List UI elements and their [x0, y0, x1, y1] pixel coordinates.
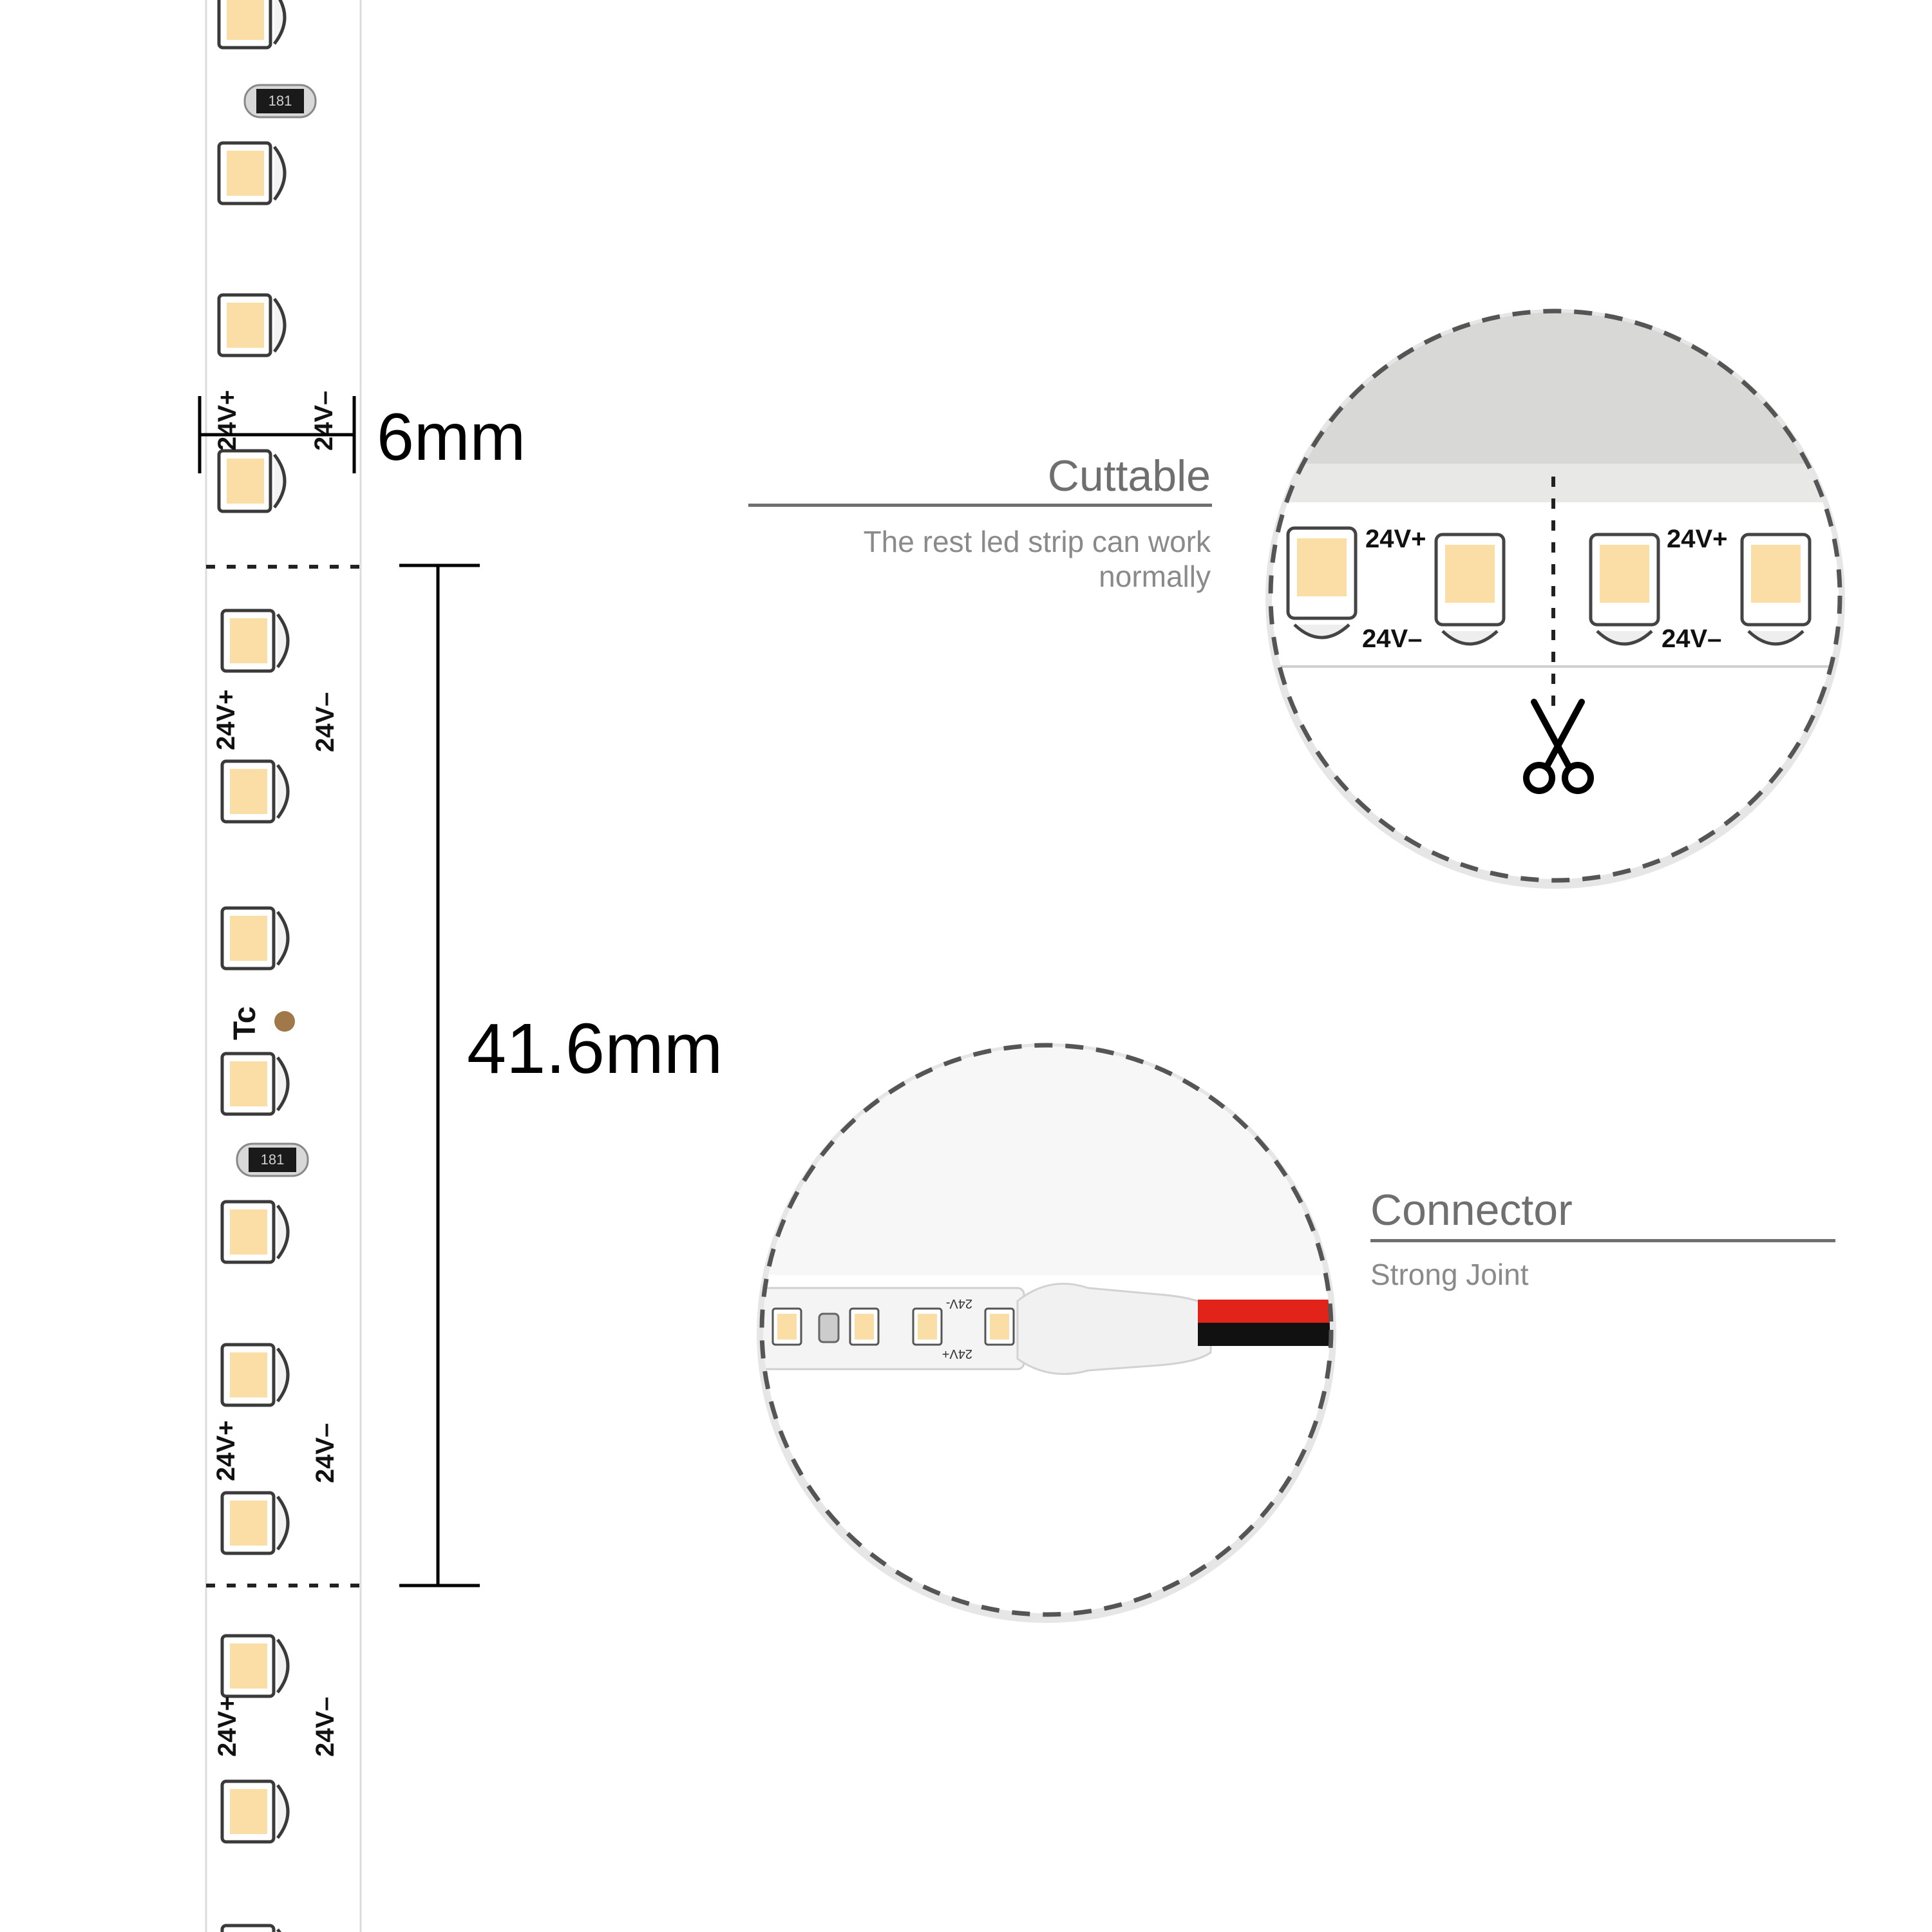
polarity-plus-label: 24V+ — [213, 390, 242, 451]
length-dimension-label: 41.6mm — [467, 1009, 723, 1088]
connector-title: Connector — [1370, 1186, 1573, 1235]
resistor-code: 181 — [269, 93, 292, 109]
connector-divider — [1370, 1239, 1835, 1242]
polarity-plus-label: 24V+ — [212, 689, 240, 750]
polarity-plus-label: 24V+ — [213, 1696, 242, 1757]
black-wire — [1198, 1323, 1330, 1346]
connector-closeup-plus: 24V+ — [942, 1347, 972, 1361]
width-dimension-label: 6mm — [377, 400, 526, 475]
connector-closeup-minus: 24V- — [946, 1296, 972, 1311]
led-strip: 181 181 24V+ 24V– 24V+ 24V– 24V+ 24V– 24… — [205, 0, 362, 1932]
polarity-minus-label: 24V– — [311, 1697, 339, 1757]
polarity-minus-label: 24V– — [310, 391, 338, 451]
cuttable-title: Cuttable — [1047, 451, 1211, 500]
connector-closeup: 24V- 24V+ — [757, 1043, 1336, 1623]
closeup-polarity-plus: 24V+ — [1365, 525, 1426, 553]
closeup-polarity-minus: 24V– — [1662, 625, 1721, 653]
connector-description: Strong Joint — [1370, 1258, 1529, 1291]
polarity-minus-label: 24V– — [311, 692, 339, 752]
temperature-test-point-label: Tc — [228, 1007, 262, 1040]
red-wire — [1198, 1300, 1330, 1323]
closeup-polarity-minus: 24V– — [1362, 625, 1422, 653]
polarity-minus-label: 24V– — [311, 1423, 339, 1483]
width-dimension-marker — [198, 396, 356, 473]
temperature-test-point — [274, 1011, 295, 1032]
closeup-polarity-plus: 24V+ — [1667, 525, 1728, 553]
resistor-code: 181 — [261, 1151, 285, 1168]
scissors-icon — [1523, 699, 1594, 794]
cuttable-divider — [748, 504, 1212, 507]
polarity-plus-label: 24V+ — [212, 1420, 240, 1481]
cuttable-description-line1: The rest led strip can work — [863, 525, 1211, 558]
cuttable-description-line2: normally — [1099, 560, 1211, 593]
cuttable-closeup: 24V+ 24V– 24V+ 24V– — [1265, 308, 1845, 889]
cuttable-description: The rest led strip can work normally — [760, 524, 1211, 594]
length-dimension-marker — [399, 564, 480, 1587]
